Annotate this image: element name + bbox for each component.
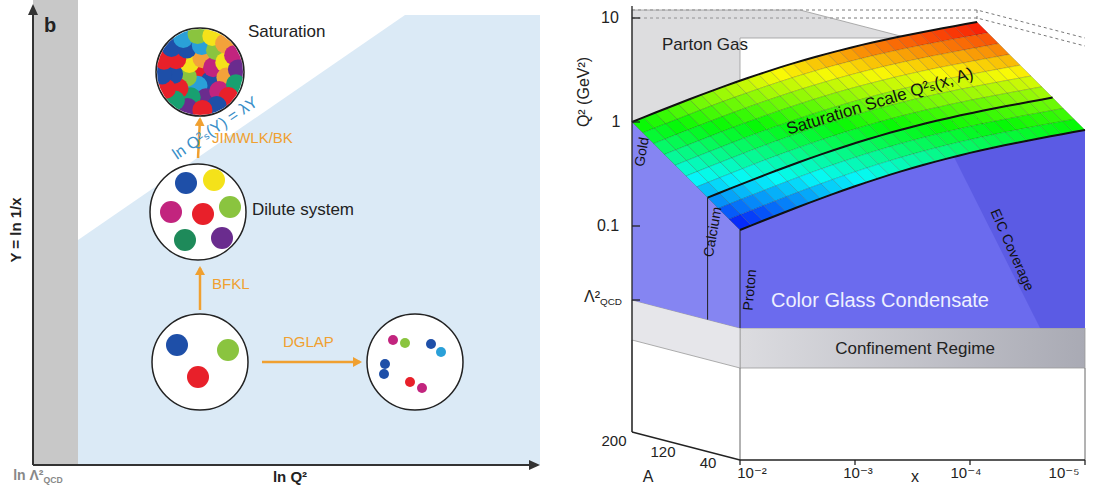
panel-letter: b bbox=[44, 14, 56, 36]
tick-label: 10⁻³ bbox=[843, 465, 873, 482]
left-panel bbox=[33, 0, 540, 465]
arrow-label: DGLAP bbox=[283, 334, 334, 351]
tick-label: 120 bbox=[650, 444, 675, 461]
region-label: Color Glass Condensate bbox=[771, 289, 989, 311]
axis-title: ln Q² bbox=[273, 469, 307, 486]
right-panel bbox=[632, 6, 1085, 465]
particle-circle: Saturation bbox=[156, 28, 244, 116]
axis-title: ln Λ²QCD bbox=[13, 468, 63, 486]
tick-label: 10⁻² bbox=[737, 465, 767, 482]
axis-title: x bbox=[911, 468, 919, 486]
tick-label: 10 bbox=[601, 9, 619, 27]
region-label: Confinement Regime bbox=[835, 340, 995, 359]
region-label: Parton Gas bbox=[662, 36, 748, 55]
tick-label: 200 bbox=[601, 433, 626, 450]
axis-title: A bbox=[643, 468, 654, 486]
tick-label: Λ²QCD bbox=[584, 288, 622, 308]
axis-title: Q² (GeV²) bbox=[575, 57, 593, 127]
region-heading: Dilute system bbox=[252, 200, 354, 220]
arrow-label: BFKL bbox=[212, 276, 250, 293]
axis-title: Y = ln 1/x bbox=[8, 197, 25, 262]
tick-label: 10⁻⁴ bbox=[950, 465, 981, 482]
particle-circle: Dilute system bbox=[150, 164, 246, 260]
tick-label: 10⁻⁵ bbox=[1049, 465, 1080, 482]
region-heading: Saturation bbox=[248, 22, 326, 42]
tick-label: 1 bbox=[612, 113, 621, 131]
arrow-label: JIMWLK/BK bbox=[212, 130, 293, 147]
tick-label: 40 bbox=[700, 455, 717, 472]
tick-label: 0.1 bbox=[597, 217, 619, 235]
